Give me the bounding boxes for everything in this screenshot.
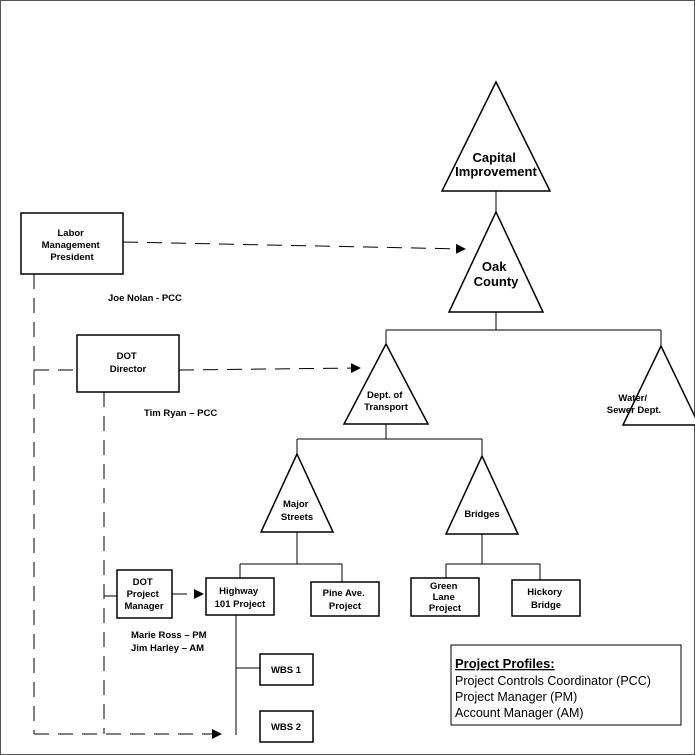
node-major-streets-line2: Streets bbox=[281, 512, 313, 523]
svg-text:Major Streets: Major Streets bbox=[281, 499, 313, 523]
node-dot-director-line2: Director bbox=[110, 364, 147, 375]
svg-text:Pine Ave. Project: Pine Ave. Project bbox=[323, 588, 368, 612]
svg-text:Bridges: Bridges bbox=[464, 509, 499, 520]
node-dept-transport-line2: Transport bbox=[364, 402, 409, 413]
svg-text:Green Lane Project: Green Lane Project bbox=[429, 581, 462, 614]
annotation-tim-ryan: Tim Ryan – PCC bbox=[144, 408, 217, 419]
triangle-bridges: Bridges bbox=[444, 454, 520, 535]
hierarchy-connectors bbox=[235, 191, 662, 735]
svg-text:DOT Director: DOT Director bbox=[110, 351, 147, 375]
box-labor-president: Labor Management President bbox=[20, 212, 124, 275]
node-bridges-line1: Bridges bbox=[464, 509, 499, 520]
legend-item-am: Account Manager (AM) bbox=[455, 706, 584, 720]
node-wbs1-label: WBS 1 bbox=[271, 665, 302, 676]
svg-text:WBS 2: WBS 2 bbox=[271, 722, 301, 733]
node-dot-pm-line2: Project bbox=[127, 589, 160, 600]
node-major-streets-line1: Major bbox=[283, 499, 309, 510]
box-green-lane: Green Lane Project bbox=[410, 577, 480, 617]
box-highway-101: Highway 101 Project bbox=[205, 577, 275, 616]
annotation-joe-nolan: Joe Nolan - PCC bbox=[108, 293, 182, 304]
legend-box: Project Profiles: Project Controls Coord… bbox=[450, 644, 682, 726]
box-hickory-bridge: Hickory Bridge bbox=[511, 579, 581, 617]
node-highway-101-line1: Highway bbox=[219, 586, 259, 597]
node-oak-county-line1: Oak bbox=[482, 259, 507, 274]
svg-text:WBS 1: WBS 1 bbox=[271, 665, 302, 676]
node-hickory-bridge-line2: Bridge bbox=[531, 600, 561, 611]
box-wbs2: WBS 2 bbox=[259, 710, 314, 743]
node-oak-county-line2: County bbox=[474, 274, 520, 289]
triangle-oak-county: Oak County bbox=[447, 210, 545, 313]
legend-title: Project Profiles: bbox=[455, 656, 555, 671]
box-dot-project-manager: DOT Project Manager bbox=[116, 569, 173, 619]
node-labor-president-line1: Labor bbox=[57, 228, 84, 239]
legend-item-pm: Project Manager (PM) bbox=[455, 690, 577, 704]
box-dot-director: DOT Director bbox=[76, 334, 180, 393]
node-highway-101-line2: 101 Project bbox=[215, 599, 267, 610]
node-wbs2-label: WBS 2 bbox=[271, 722, 301, 733]
node-water-sewer-line1: Water/ bbox=[618, 393, 647, 404]
svg-text:Water/ Sewer Dept.: Water/ Sewer Dept. bbox=[607, 393, 661, 416]
node-pine-ave-line2: Project bbox=[329, 601, 362, 612]
node-labor-president-line2: Management bbox=[42, 240, 101, 251]
node-labor-president-line3: President bbox=[50, 252, 94, 263]
svg-text:Hickory Bridge: Hickory Bridge bbox=[527, 587, 565, 611]
triangle-water-sewer: Water/ Sewer Dept. bbox=[607, 344, 695, 426]
svg-text:Dept. of Transport: Dept. of Transport bbox=[364, 390, 409, 413]
svg-text:Capital Improvement: Capital Improvement bbox=[455, 150, 537, 179]
node-capital-improvement-line2: Improvement bbox=[455, 164, 537, 179]
svg-text:DOT Project Manage: DOT Project Manager bbox=[124, 577, 163, 612]
node-water-sewer-line2: Sewer Dept. bbox=[607, 405, 661, 416]
triangle-major-streets: Major Streets bbox=[259, 452, 335, 533]
box-wbs1: WBS 1 bbox=[259, 653, 314, 686]
node-dot-director-line1: DOT bbox=[117, 351, 137, 362]
node-green-lane-line2: Lane bbox=[433, 592, 455, 603]
dashed-reporting-lines bbox=[33, 241, 466, 739]
annotation-jim-harley: Jim Harley – AM bbox=[131, 643, 204, 654]
node-green-lane-line3: Project bbox=[429, 603, 462, 614]
legend-item-pcc: Project Controls Coordinator (PCC) bbox=[455, 674, 651, 688]
node-pine-ave-line1: Pine Ave. bbox=[323, 588, 365, 599]
svg-text:Highway 101 Project: Highway 101 Project bbox=[215, 586, 267, 610]
svg-text:Oak County: Oak County bbox=[474, 259, 520, 289]
triangle-dept-transport: Dept. of Transport bbox=[342, 342, 430, 425]
node-capital-improvement-line1: Capital bbox=[473, 150, 516, 165]
box-pine-ave: Pine Ave. Project bbox=[310, 581, 380, 617]
node-dept-transport-line1: Dept. of bbox=[367, 390, 403, 401]
node-hickory-bridge-line1: Hickory bbox=[527, 587, 563, 598]
node-dot-pm-line1: DOT bbox=[133, 577, 153, 588]
svg-text:Labor Management P: Labor Management President bbox=[42, 228, 103, 263]
node-green-lane-line1: Green bbox=[430, 581, 458, 592]
triangle-capital-improvement: Capital Improvement bbox=[440, 80, 552, 192]
node-dot-pm-line3: Manager bbox=[124, 601, 163, 612]
annotation-marie-ross: Marie Ross – PM bbox=[131, 630, 207, 641]
